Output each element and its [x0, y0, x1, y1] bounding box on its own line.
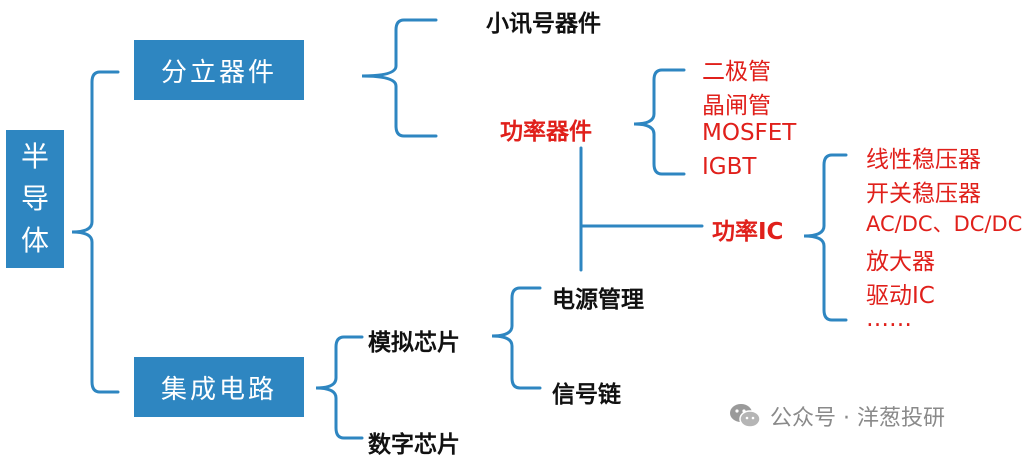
root-semiconductor-box: 半 导 体	[6, 130, 64, 268]
root-char: 体	[20, 224, 49, 257]
power-ic-item: 放大器	[866, 249, 935, 275]
watermark: 公众号 · 洋葱投研	[728, 400, 945, 432]
watermark-text: 公众号 · 洋葱投研	[770, 406, 945, 431]
discrete-devices-box: 分立器件	[134, 40, 304, 100]
power-ic-item: 开关稳压器	[866, 181, 981, 207]
power-ic-item: 线性稳压器	[866, 147, 981, 173]
power-ic-item: AC/DC、DC/DC	[866, 212, 1023, 236]
signal-chain-label: 信号链	[552, 382, 621, 408]
power-device-item: 二极管	[702, 59, 771, 85]
power-management-label: 电源管理	[552, 287, 644, 313]
discrete-brace	[361, 18, 438, 138]
power-ic-item: ……	[866, 306, 912, 332]
power-device-item: MOSFET	[702, 120, 797, 146]
analog-brace	[491, 286, 542, 390]
wechat-icon	[730, 404, 761, 428]
analog-chips-label: 模拟芯片	[368, 330, 460, 356]
power-device-item: IGBT	[702, 154, 757, 180]
power-ic-brace	[803, 153, 848, 322]
ic-brace	[315, 335, 364, 440]
digital-chips-label: 数字芯片	[368, 432, 460, 458]
power-mgmt-link	[579, 146, 704, 272]
power-device-item: 晶闸管	[702, 93, 771, 119]
power-ic-label: 功率IC	[712, 219, 784, 245]
integrated-circuits-box: 集成电路	[134, 357, 304, 417]
power-devices-brace	[633, 68, 686, 176]
small-signal-devices-label: 小讯号器件	[486, 11, 601, 37]
power-devices-label: 功率器件	[500, 119, 592, 145]
power-ic-item: 驱动IC	[866, 283, 935, 309]
root-brace	[71, 70, 120, 394]
root-char: 导	[20, 182, 49, 215]
root-char: 半	[20, 140, 49, 173]
